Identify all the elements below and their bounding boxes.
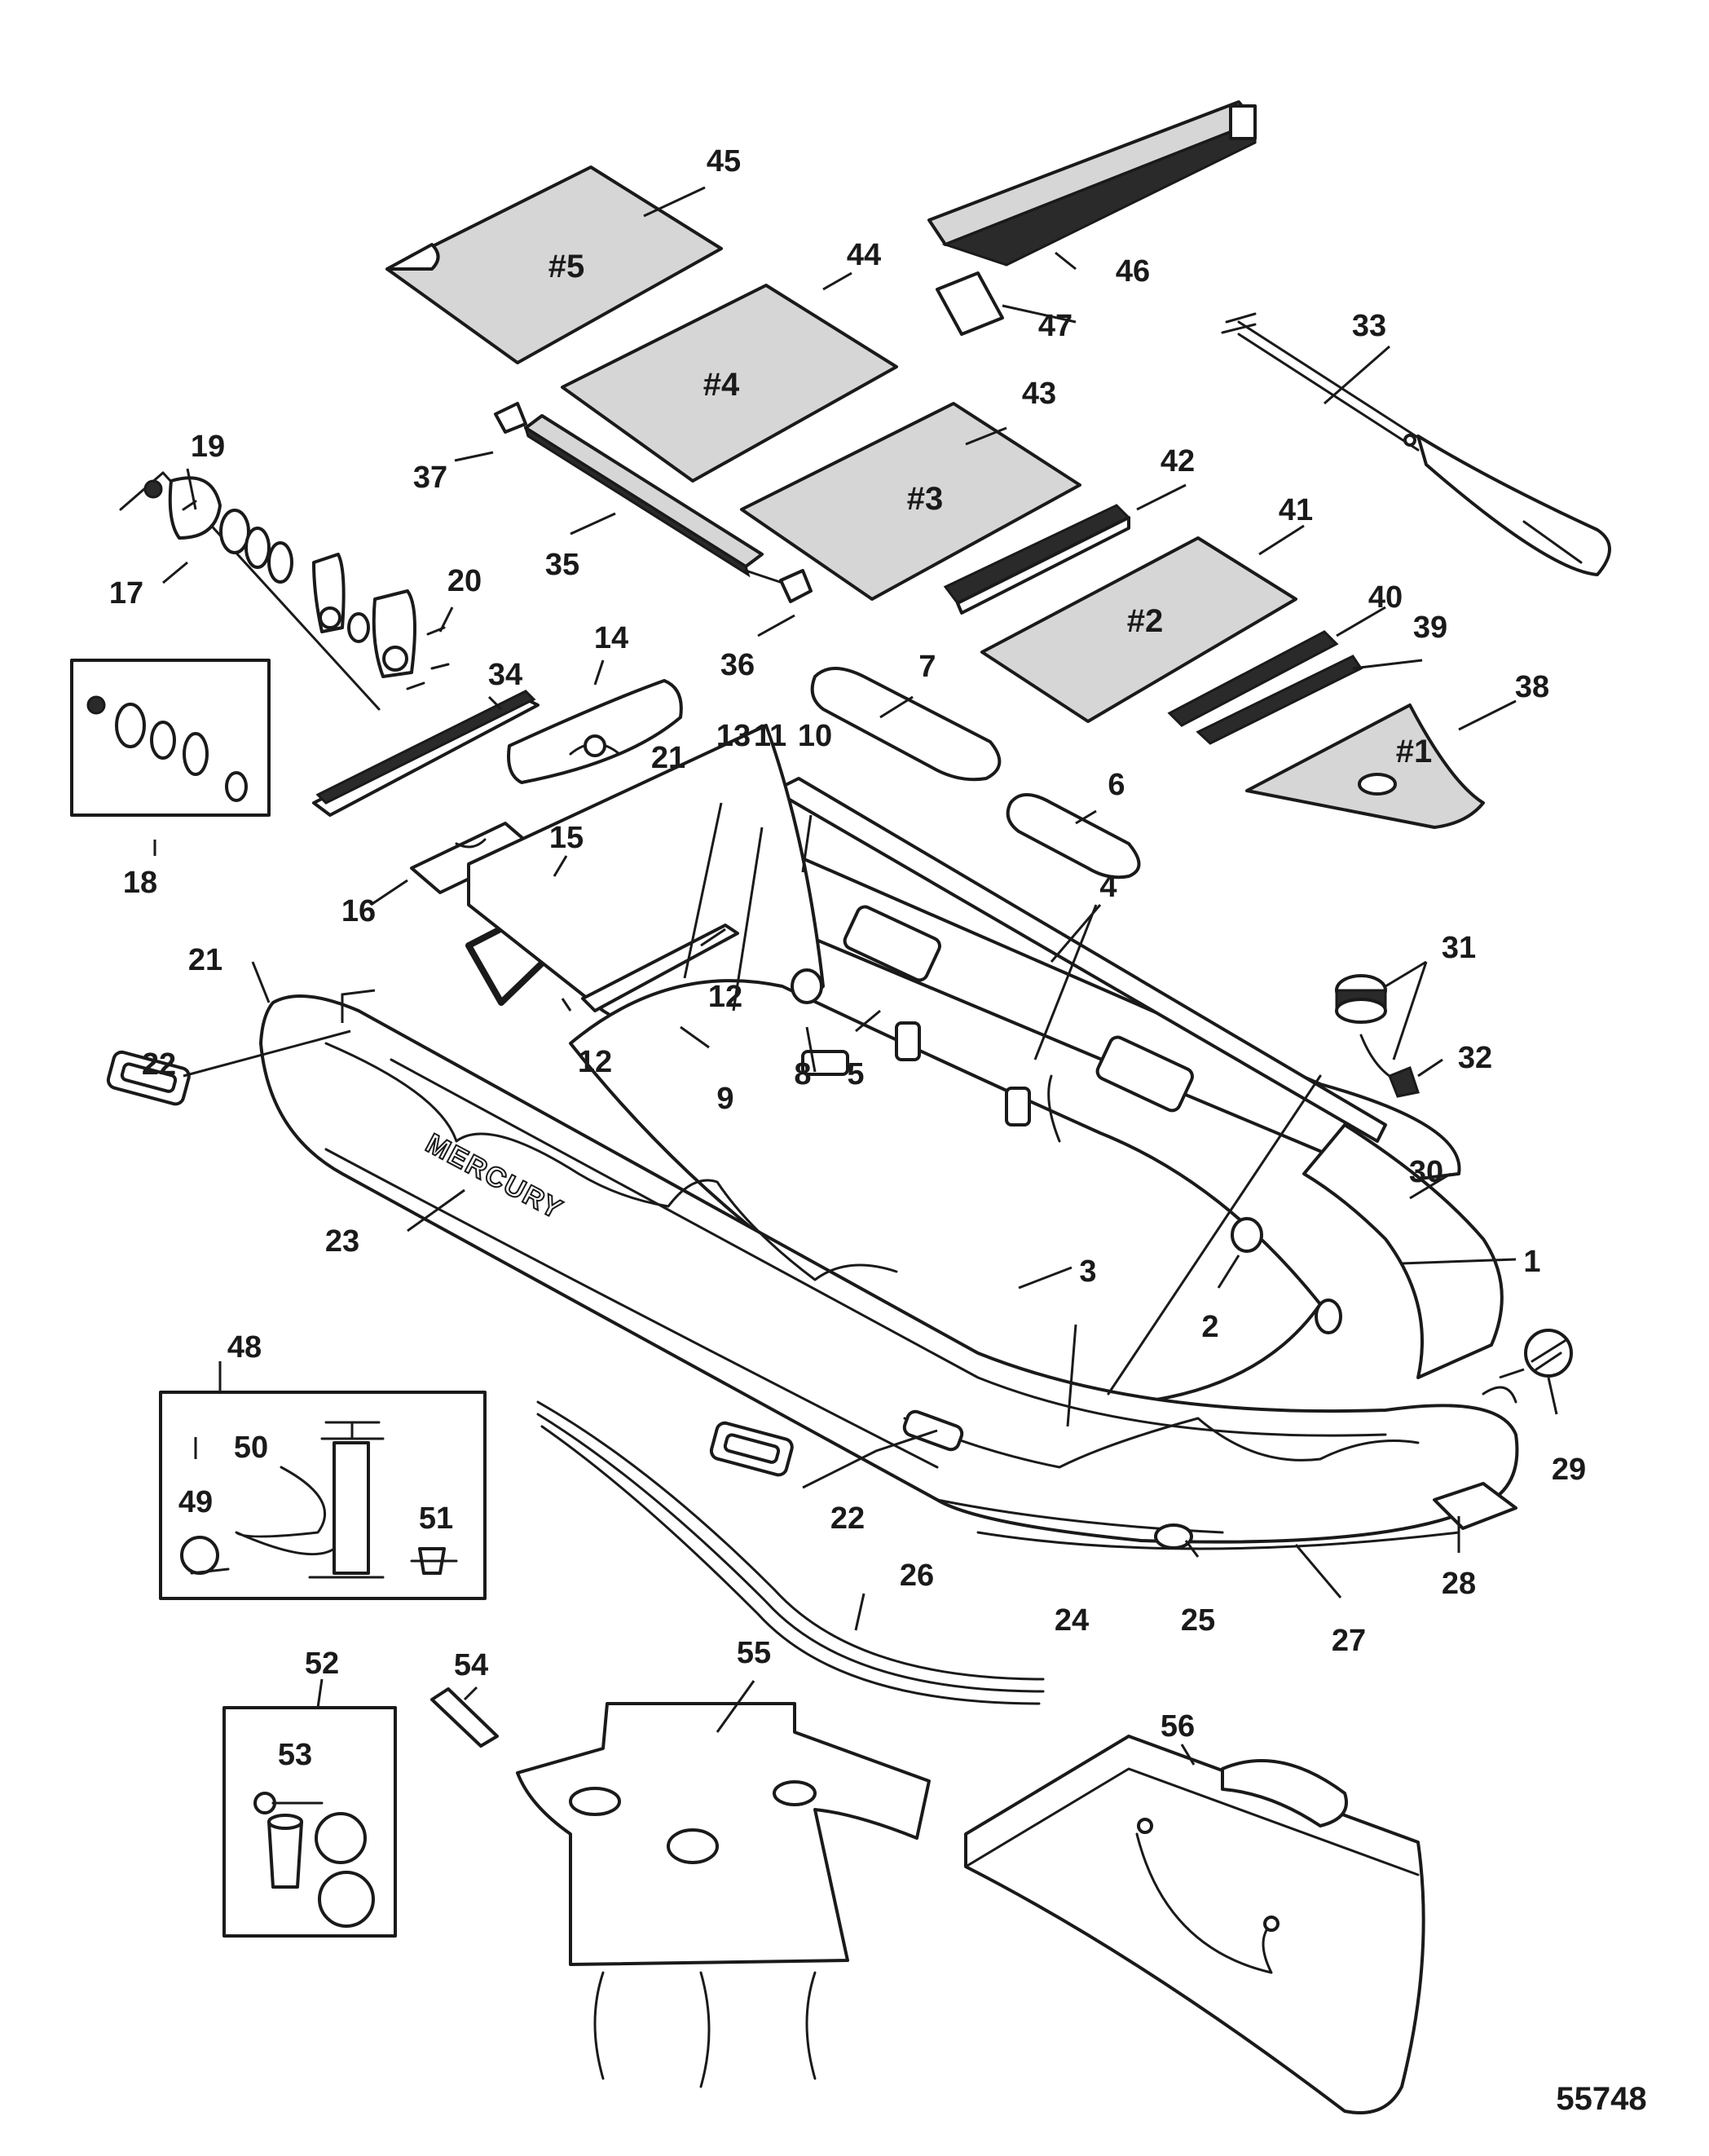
- grab-handle-22: [106, 1050, 191, 1106]
- inflation-valve: [1335, 974, 1420, 1098]
- oar: [1221, 312, 1611, 576]
- callout-38: 38: [1515, 670, 1549, 704]
- callout-11: 11: [754, 719, 786, 753]
- leader-lines: [153, 186, 1558, 1766]
- floor-panel-2-label: #2: [1127, 603, 1164, 639]
- figure-reference-number: 55748: [1556, 2081, 1646, 2117]
- seal-7: [810, 667, 1002, 782]
- seat-thwart: [494, 402, 813, 603]
- callout-34: 34: [488, 658, 522, 692]
- callout-3: 3: [1079, 1254, 1096, 1289]
- callout-37: 37: [413, 461, 447, 495]
- callout-25: 25: [1181, 1603, 1215, 1638]
- callout-30: 30: [1409, 1155, 1443, 1189]
- callout-15: 15: [549, 821, 584, 855]
- callout-50: 50: [234, 1431, 268, 1465]
- callout-41: 41: [1279, 493, 1313, 527]
- callout-10: 10: [798, 719, 832, 753]
- pump-kit-box: [159, 1391, 487, 1600]
- callout-35: 35: [545, 548, 579, 582]
- boat-hull: MERCURY: [259, 724, 1519, 1550]
- floor-panel-5: #5: [385, 165, 723, 364]
- seat: [927, 100, 1257, 336]
- callout-18: 18: [123, 866, 157, 900]
- floor-panel-1: #1: [1245, 703, 1485, 829]
- callout-32: 32: [1458, 1041, 1492, 1075]
- callout-33: 33: [1352, 309, 1386, 343]
- callout-40: 40: [1368, 580, 1403, 615]
- callout-9: 9: [716, 1082, 733, 1116]
- callout-23: 23: [325, 1224, 359, 1259]
- callout-21a: 21: [651, 741, 685, 775]
- floor-panel-1-label: #1: [1396, 734, 1433, 769]
- callout-51: 51: [419, 1501, 453, 1536]
- callout-31: 31: [1442, 931, 1476, 965]
- callout-6: 6: [1108, 768, 1125, 802]
- callout-numbers: 45 44 46 47 33 43 42 41 40 39 38 37 35 3…: [109, 144, 1586, 1772]
- callout-52: 52: [305, 1647, 339, 1681]
- callout-5: 5: [847, 1057, 864, 1091]
- floor-panel-4: #4: [561, 284, 898, 483]
- callout-29: 29: [1552, 1453, 1586, 1487]
- callout-12a: 12: [708, 980, 742, 1014]
- callout-22b: 22: [830, 1501, 865, 1536]
- callout-7: 7: [918, 650, 936, 684]
- callout-27: 27: [1332, 1624, 1366, 1658]
- bow-pocket: [507, 679, 683, 784]
- callout-46: 46: [1116, 254, 1150, 289]
- callout-42: 42: [1161, 444, 1195, 478]
- callout-28: 28: [1442, 1567, 1476, 1601]
- floor-panel-2: #2: [980, 536, 1297, 723]
- callout-47: 47: [1038, 309, 1073, 343]
- callout-14: 14: [594, 621, 628, 655]
- callout-44: 44: [847, 238, 881, 272]
- floor-panel-4-label: #4: [703, 367, 740, 403]
- callout-55: 55: [737, 1636, 771, 1670]
- callout-2: 2: [1201, 1310, 1218, 1344]
- callout-22a: 22: [142, 1047, 176, 1082]
- storage-bag: [964, 1735, 1425, 2114]
- mercury-logo-decal: [1499, 1329, 1573, 1379]
- callout-26: 26: [900, 1559, 934, 1593]
- callout-49: 49: [178, 1485, 213, 1519]
- callout-36: 36: [720, 648, 755, 682]
- grab-handle-22-lower: [709, 1421, 794, 1477]
- callout-54: 54: [454, 1648, 488, 1682]
- seal-6: [1006, 793, 1141, 880]
- callout-45: 45: [707, 144, 741, 179]
- callout-21b: 21: [188, 943, 222, 977]
- floor-panel-3-label: #3: [907, 481, 944, 517]
- callout-43: 43: [1022, 377, 1056, 411]
- valve-kit-box: [70, 659, 271, 817]
- floor-panel-3: #3: [740, 402, 1081, 601]
- callout-56: 56: [1161, 1709, 1195, 1744]
- callout-17: 17: [109, 576, 143, 611]
- floor-panel-5-label: #5: [548, 249, 585, 284]
- callout-13: 13: [716, 719, 751, 753]
- boat-cover: [516, 1702, 931, 2088]
- callout-4: 4: [1099, 870, 1117, 904]
- keel-strip: [536, 1400, 1045, 1705]
- callout-48: 48: [227, 1330, 262, 1365]
- callout-20: 20: [447, 564, 482, 598]
- callout-19: 19: [191, 430, 225, 464]
- callout-53: 53: [278, 1738, 312, 1772]
- callout-12b: 12: [578, 1045, 612, 1079]
- callout-1: 1: [1523, 1245, 1540, 1279]
- adhesive-tube: [430, 1687, 499, 1748]
- callout-24: 24: [1055, 1603, 1089, 1638]
- repair-kit-box: [222, 1706, 397, 1938]
- callout-39: 39: [1413, 611, 1447, 645]
- callout-16: 16: [341, 894, 376, 928]
- callout-8: 8: [794, 1057, 811, 1091]
- handle-strip: [312, 690, 540, 817]
